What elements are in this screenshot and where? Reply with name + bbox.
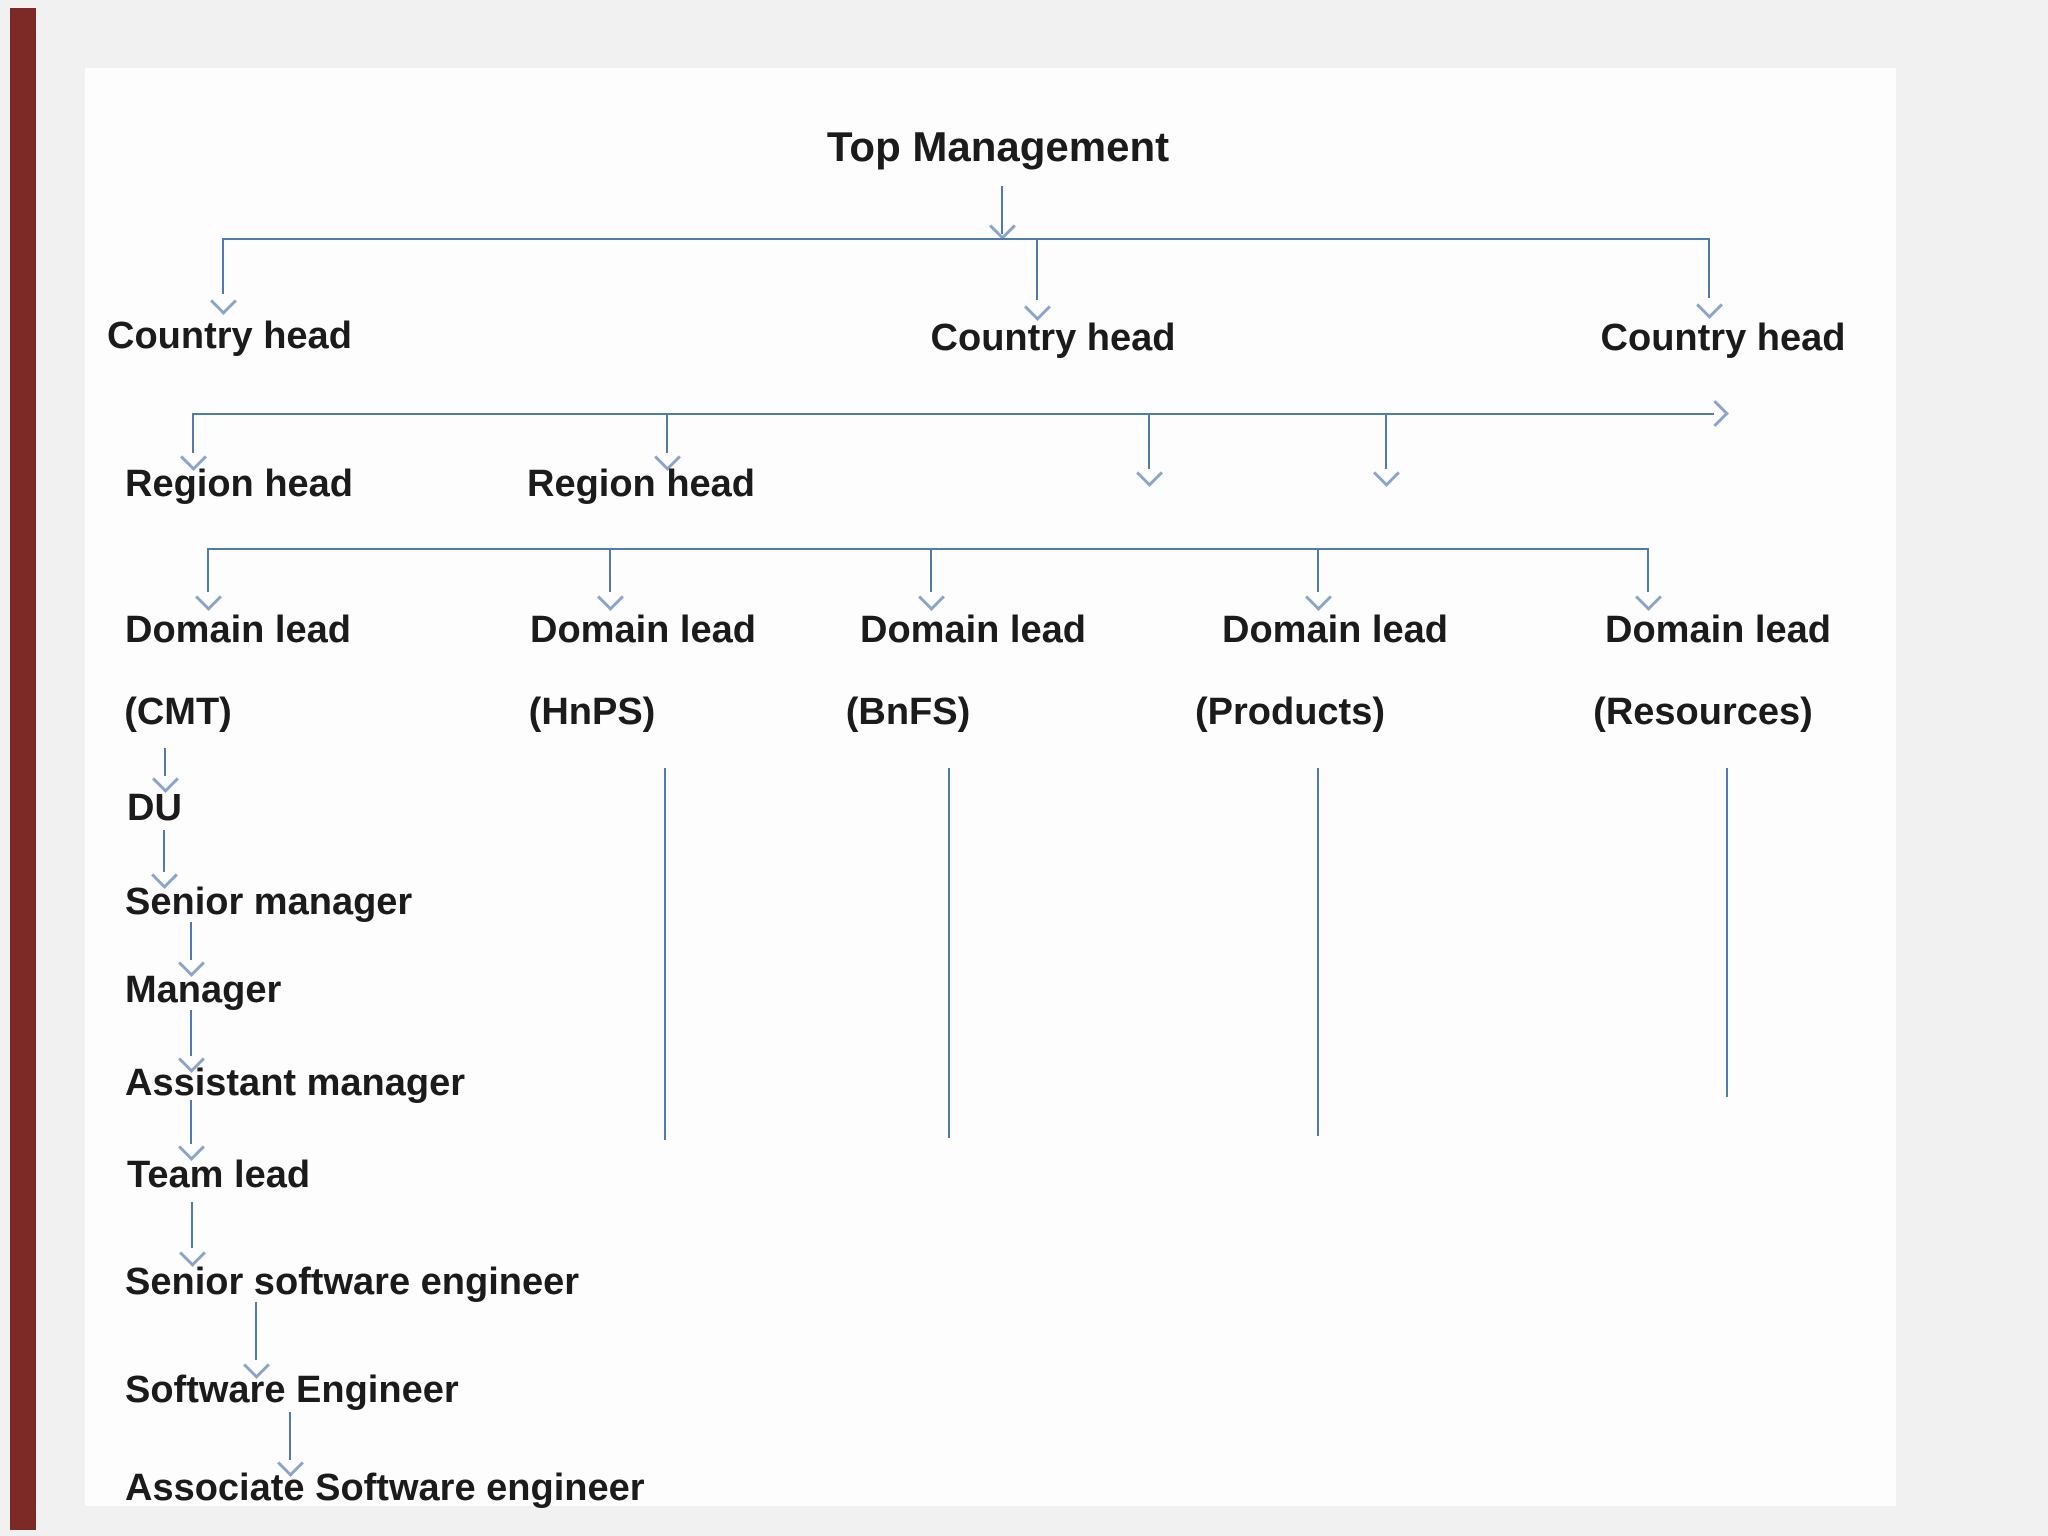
node-domain-lead-1: Domain lead (125, 609, 351, 651)
node-domain-lead-5: Domain lead (1605, 609, 1831, 651)
connector-country-2 (1036, 238, 1038, 300)
connector-du-senior-manager (163, 830, 165, 872)
connector-region-4 (1385, 413, 1387, 469)
node-senior-software-engineer: Senior software engineer (125, 1261, 580, 1303)
node-region-head-1: Region head (125, 463, 354, 505)
node-domain-unit-hnps: (HnPS) (528, 691, 656, 733)
node-domain-unit-resources: (Resources) (1593, 691, 1813, 733)
connector-bnfs-drop (948, 768, 950, 1138)
node-domain-unit-bnfs: (BnFS) (845, 691, 971, 733)
node-region-head-2: Region head (527, 463, 756, 505)
connector-cmt-du (164, 748, 166, 776)
node-domain-lead-2: Domain lead (530, 609, 756, 651)
node-associate-software-engineer: Associate Software engineer (125, 1467, 645, 1509)
node-du: DU (127, 787, 182, 829)
node-senior-manager: Senior manager (125, 881, 413, 923)
connector-resources-drop (1726, 768, 1728, 1097)
connector-region-1 (192, 413, 194, 453)
node-country-head-3: Country head (1600, 317, 1846, 359)
connector-country-rail (222, 238, 1709, 240)
connector-sse-software-engineer (255, 1302, 257, 1360)
connector-domain-2 (609, 548, 611, 592)
node-domain-lead-3: Domain lead (860, 609, 1086, 651)
connector-country-3 (1708, 238, 1710, 298)
connector-region-2 (666, 413, 668, 453)
node-country-head-2: Country head (930, 317, 1176, 359)
node-country-head-1: Country head (107, 315, 352, 357)
node-domain-unit-cmt: (CMT) (124, 691, 232, 733)
node-top-management: Top Management (826, 123, 1170, 170)
connector-domain-3 (930, 548, 932, 592)
connector-region-rail (192, 413, 1714, 415)
page (85, 68, 1896, 1506)
connector-team-lead-sse (191, 1202, 193, 1248)
node-assistant-manager: Assistant manager (125, 1062, 466, 1104)
left-accent-bar (10, 8, 36, 1530)
connector-region-3 (1148, 413, 1150, 469)
connector-software-engineer-ase (289, 1412, 291, 1460)
node-domain-lead-4: Domain lead (1222, 609, 1448, 651)
node-manager: Manager (125, 969, 282, 1011)
connector-senior-manager-manager (190, 922, 192, 960)
connector-domain-1 (207, 548, 209, 592)
connector-products-drop (1317, 768, 1319, 1136)
connector-manager-assistant-manager (190, 1010, 192, 1056)
connector-hnps-drop (664, 768, 666, 1140)
connector-domain-rail (207, 548, 1648, 550)
connector-top-management (1001, 186, 1003, 234)
connector-assistant-manager-team-lead (190, 1100, 192, 1144)
connector-country-1 (222, 238, 224, 294)
node-domain-unit-products: (Products) (1195, 691, 1385, 733)
connector-domain-5 (1647, 548, 1649, 592)
node-team-lead: Team lead (127, 1154, 311, 1196)
connector-domain-4 (1317, 548, 1319, 592)
node-software-engineer: Software Engineer (125, 1369, 459, 1411)
